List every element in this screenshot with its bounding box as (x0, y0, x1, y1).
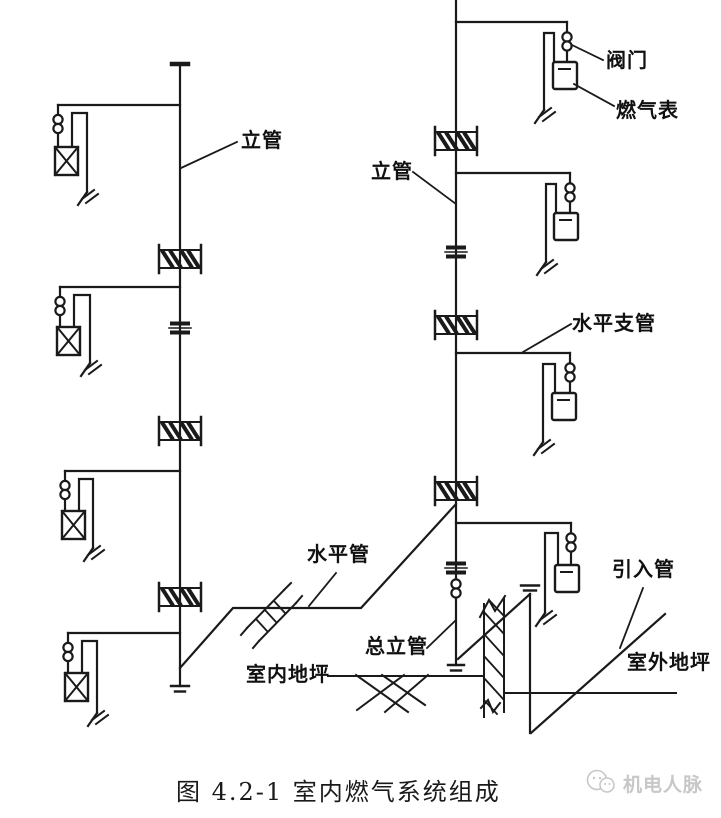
chat-bubbles-logo-icon (586, 769, 615, 793)
riser-right-label: 立管 (371, 159, 413, 183)
figure-caption: 图 4.2-1 室内燃气系统组成 (176, 778, 501, 806)
apartment-unit (56, 103, 99, 715)
wall-section (478, 594, 507, 718)
valve-label: 阀门 (606, 48, 648, 72)
outdoor-ground-label: 室外地坪 (627, 650, 711, 674)
gas-meter-label: 燃气表 (616, 98, 679, 122)
pipe-sleeve (239, 581, 304, 650)
horizontal-pipe (178, 502, 458, 670)
riser-left-label: 立管 (241, 128, 283, 152)
leader-lines (179, 43, 645, 650)
horizontal-pipe-label: 水平管 (307, 542, 370, 566)
inlet-pipe-label: 引入管 (612, 557, 675, 581)
apartment-unit (541, 20, 573, 615)
indoor-ground-line (327, 673, 485, 714)
inlet-piping (456, 584, 667, 735)
main-riser-label: 总立管 (365, 634, 428, 658)
watermark-text: 机电人脉 (623, 773, 704, 796)
watermark: 机电人脉 (584, 767, 703, 799)
indoor-ground-label: 室内地坪 (246, 662, 330, 686)
left-riser (56, 61, 191, 693)
horizontal-branch-pipe-label: 水平支管 (572, 311, 656, 335)
